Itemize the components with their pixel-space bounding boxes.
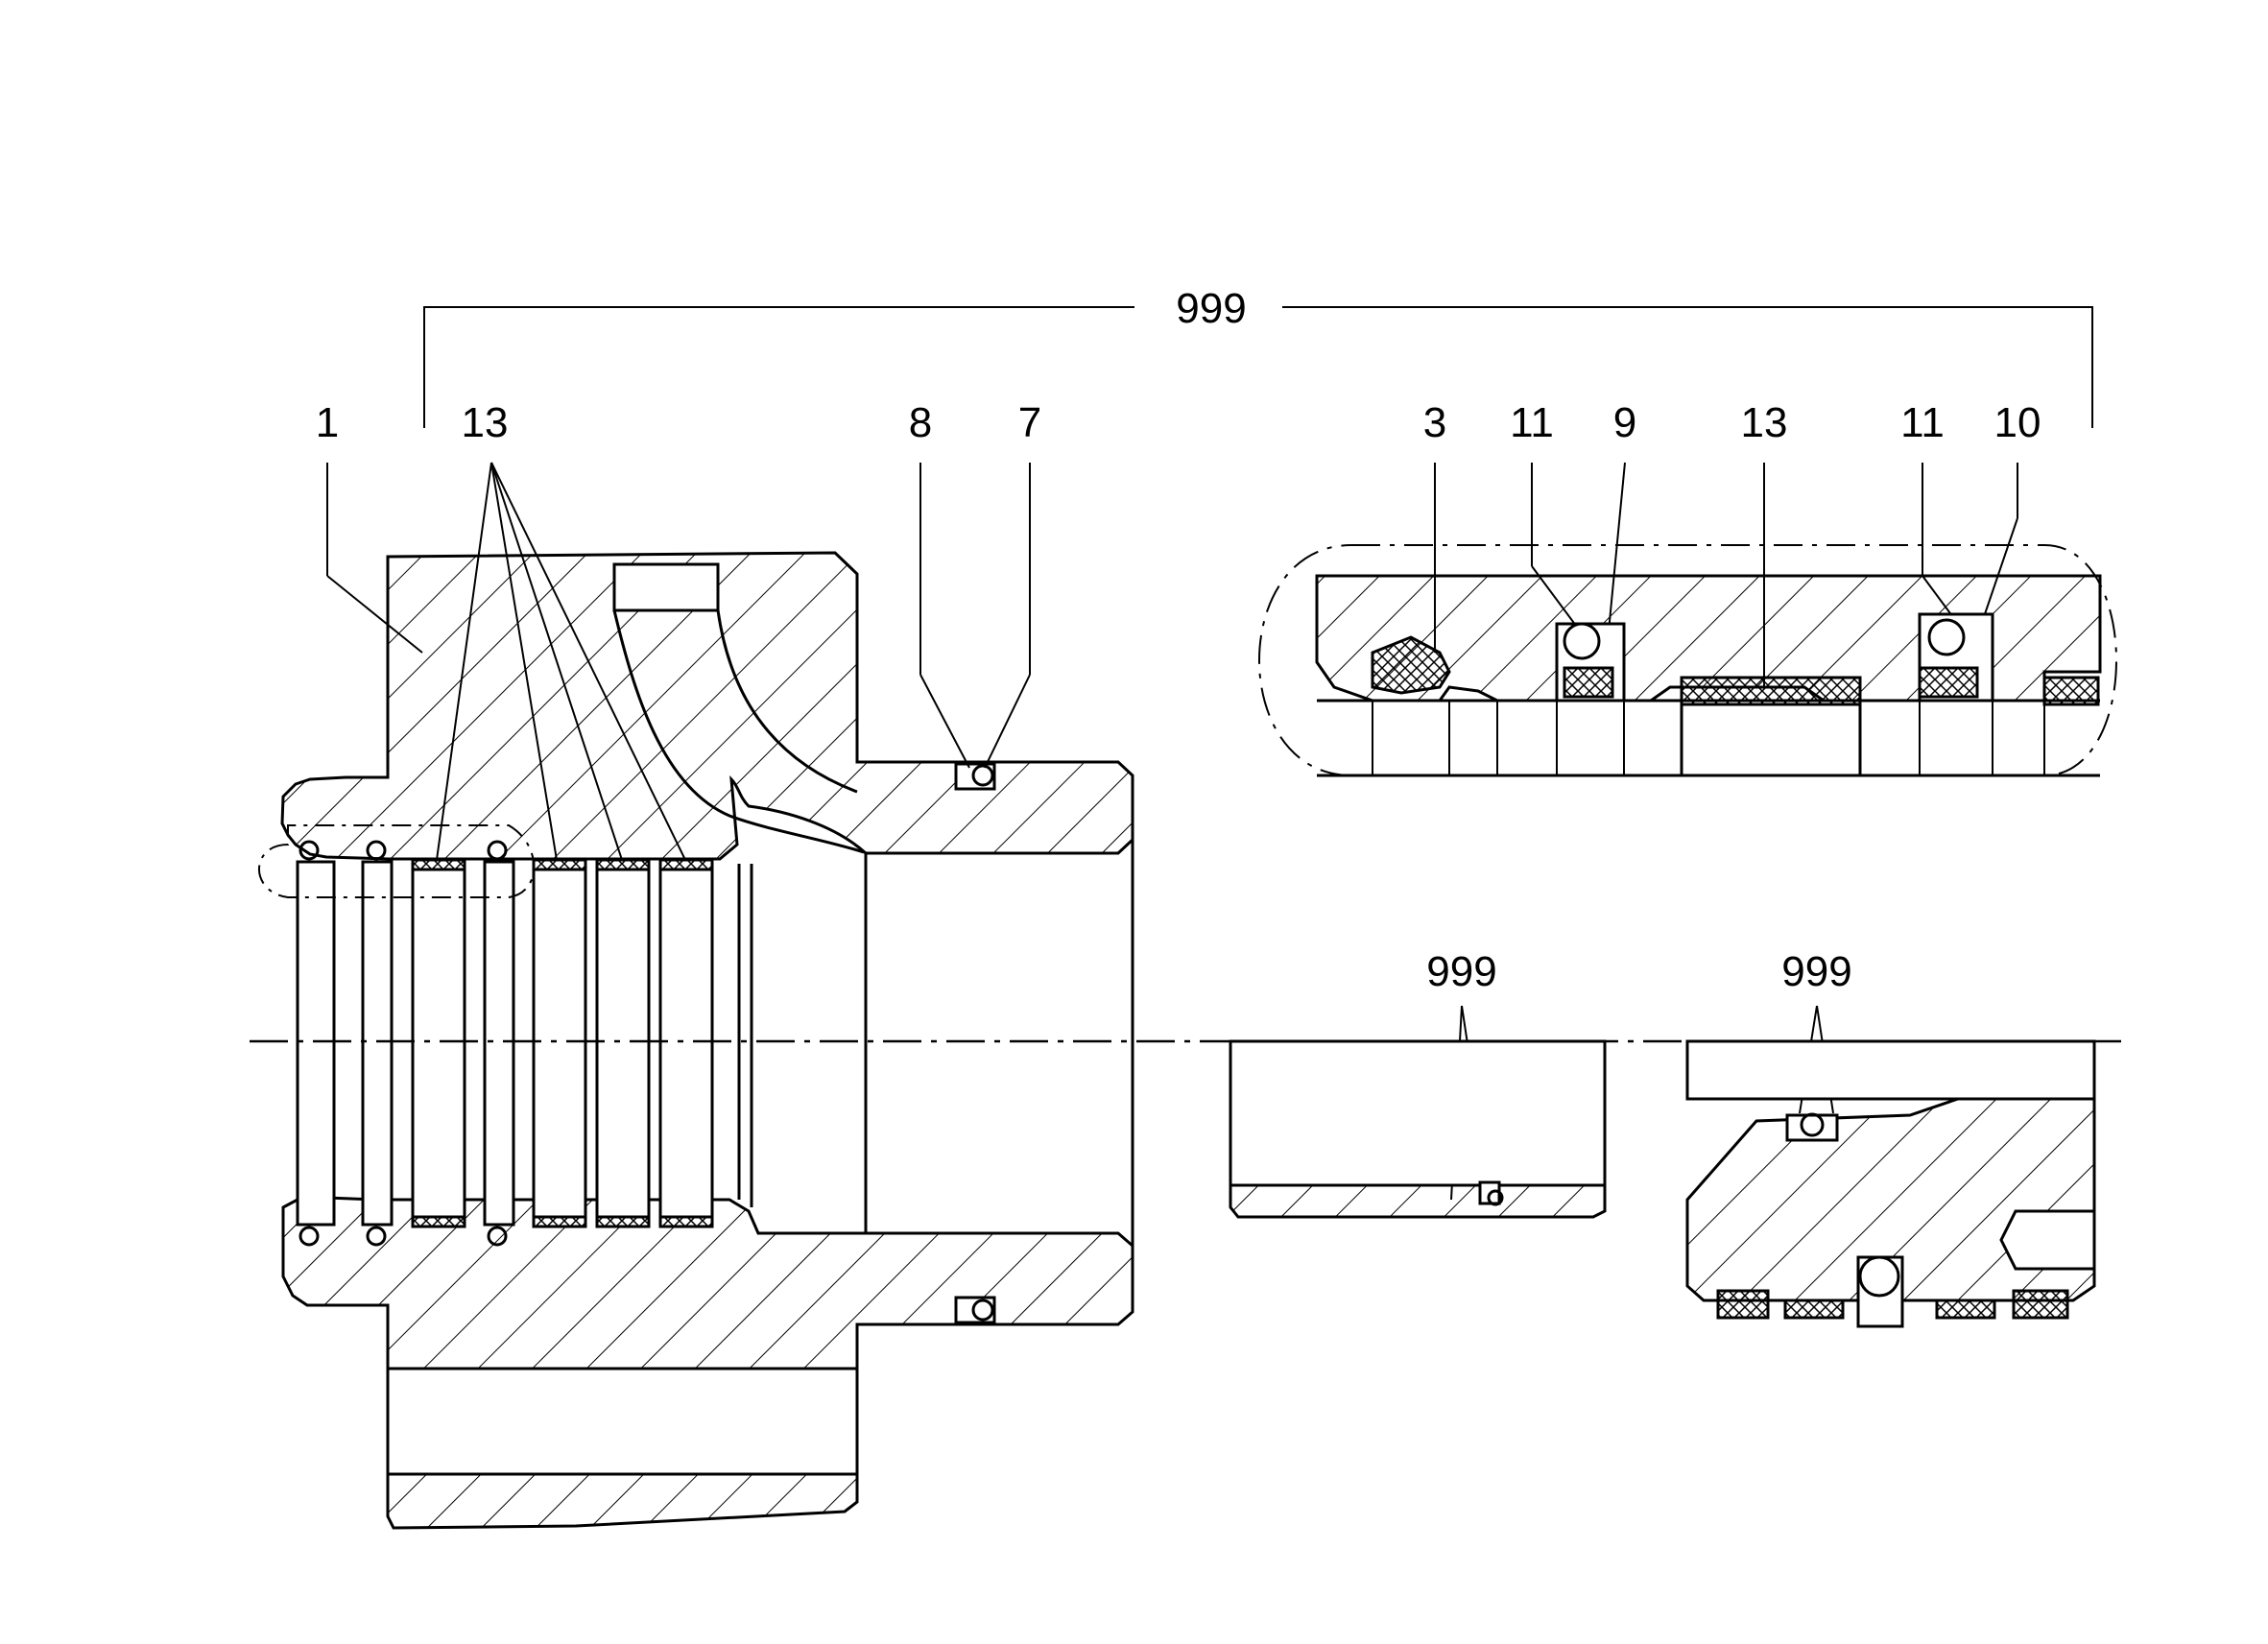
label-part-11-a: 11: [1510, 399, 1554, 446]
label-part-1: 1: [316, 399, 339, 446]
label-part-10: 10: [1994, 399, 2041, 446]
top-bracket: 999: [423, 285, 2093, 428]
label-part-13-detail: 13: [1741, 399, 1788, 446]
label-999-right: 999: [1781, 948, 1851, 995]
label-999-top: 999: [1176, 285, 1246, 332]
label-999-mid: 999: [1426, 948, 1496, 995]
label-part-9: 9: [1613, 399, 1636, 446]
label-part-8: 8: [909, 399, 932, 446]
right-part: [1685, 1039, 2096, 1328]
main-housing: [280, 551, 1134, 1530]
middle-sleeve: [1229, 1039, 1607, 1219]
label-part-13-main: 13: [462, 399, 509, 446]
label-part-7: 7: [1018, 399, 1041, 446]
label-part-11-b: 11: [1900, 399, 1945, 446]
label-part-3: 3: [1423, 399, 1446, 446]
bearing-rings: [296, 840, 714, 1247]
detail-view: [1258, 544, 2117, 777]
part-labels: 1 13 8 7 3 11 9 13 11 10 999 999: [316, 399, 2041, 995]
